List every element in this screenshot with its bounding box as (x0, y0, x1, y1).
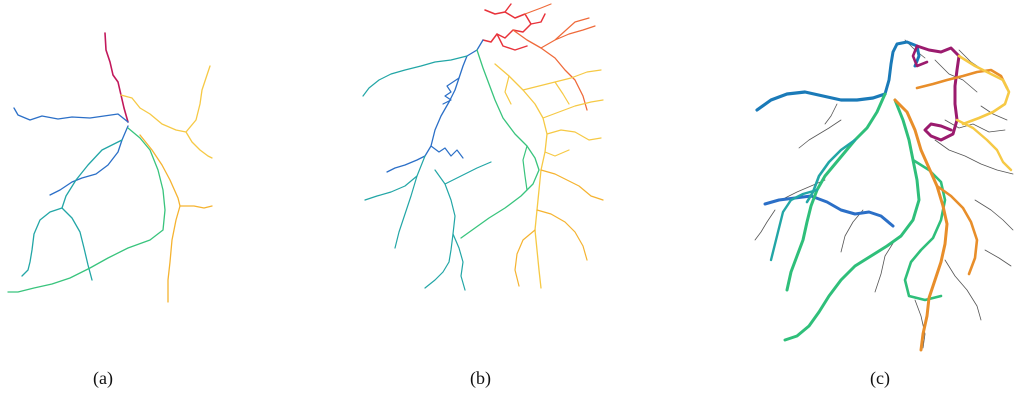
branch-b-blue-mid (386, 101, 450, 173)
branch-c-green-5 (769, 188, 819, 262)
branch-b-teal-down-4 (452, 233, 466, 291)
branch-c-dark-blue (755, 90, 887, 112)
branch-b-amber-right-1 (522, 69, 602, 91)
root-tree-b-svg (362, 3, 604, 291)
branch-b-teal-right (444, 161, 492, 185)
branch-a-blue-lower (49, 125, 129, 196)
branch-a-teal-2 (61, 207, 93, 281)
gray-fine-roots (754, 39, 1014, 349)
branch-b-orange-red (512, 29, 588, 111)
branch-a-amber-4 (179, 205, 213, 209)
branch-b-blue-squiggle (442, 77, 460, 105)
branch-c-purple-2 (911, 44, 929, 68)
branch-c-blue-lower (763, 194, 895, 228)
branch-b-green-main (460, 49, 540, 239)
tree-panel-b (355, 0, 615, 320)
branch-b-teal-down (394, 155, 426, 249)
branch-b-teal-down-3 (424, 169, 456, 289)
branch-a-green (7, 127, 166, 293)
branch-c-green-1 (785, 92, 887, 292)
branch-a-teal (21, 139, 123, 277)
branch-b-amber-right-4 (540, 169, 604, 201)
root-tree-a-svg (7, 32, 213, 303)
branch-b-amber-right-2 (542, 99, 604, 119)
branch-c-purple (915, 44, 961, 142)
branch-b-amber-main (494, 63, 548, 289)
branch-c-dark-blue-top (883, 40, 921, 96)
branch-a-magenta (104, 32, 129, 123)
branch-b-orange-red-2 (524, 3, 596, 49)
branch-a-amber (120, 94, 213, 159)
branch-b-crimson-1 (482, 9, 532, 43)
branch-c-orange-3 (915, 68, 1009, 90)
branch-b-amber-right-3 (546, 129, 602, 141)
branch-c-orange-1 (893, 98, 949, 352)
caption-c: (c) (870, 368, 890, 388)
branch-b-teal-left (362, 55, 468, 97)
branch-b-blue-top (448, 39, 484, 103)
tree-panel-c (745, 0, 1022, 360)
branch-a-blue-upper (13, 107, 129, 123)
branch-b-green-branch (522, 145, 528, 191)
branch-c-gold-1 (957, 54, 1011, 126)
branch-c-gold-2 (955, 118, 1013, 172)
branch-b-teal-down-2 (364, 175, 418, 201)
branch-b-amber-right-5 (536, 209, 588, 261)
branch-b-amber-left-1 (514, 229, 536, 287)
caption-b: (b) (470, 368, 491, 388)
branch-a-amber-3 (139, 134, 181, 303)
branch-b-amber-left-2 (504, 75, 570, 157)
branch-c-green-4 (903, 158, 947, 302)
branch-b-blue-mid-2 (430, 145, 464, 159)
branch-c-orange-2 (935, 184, 979, 276)
branch-c-green-2 (783, 98, 921, 342)
root-tree-c-svg (754, 39, 1014, 352)
caption-a: (a) (93, 368, 113, 388)
branch-b-crimson-2 (496, 3, 546, 51)
tree-panel-a (0, 0, 230, 320)
branch-c-green-3 (805, 138, 857, 204)
branch-a-amber-2 (185, 65, 211, 133)
